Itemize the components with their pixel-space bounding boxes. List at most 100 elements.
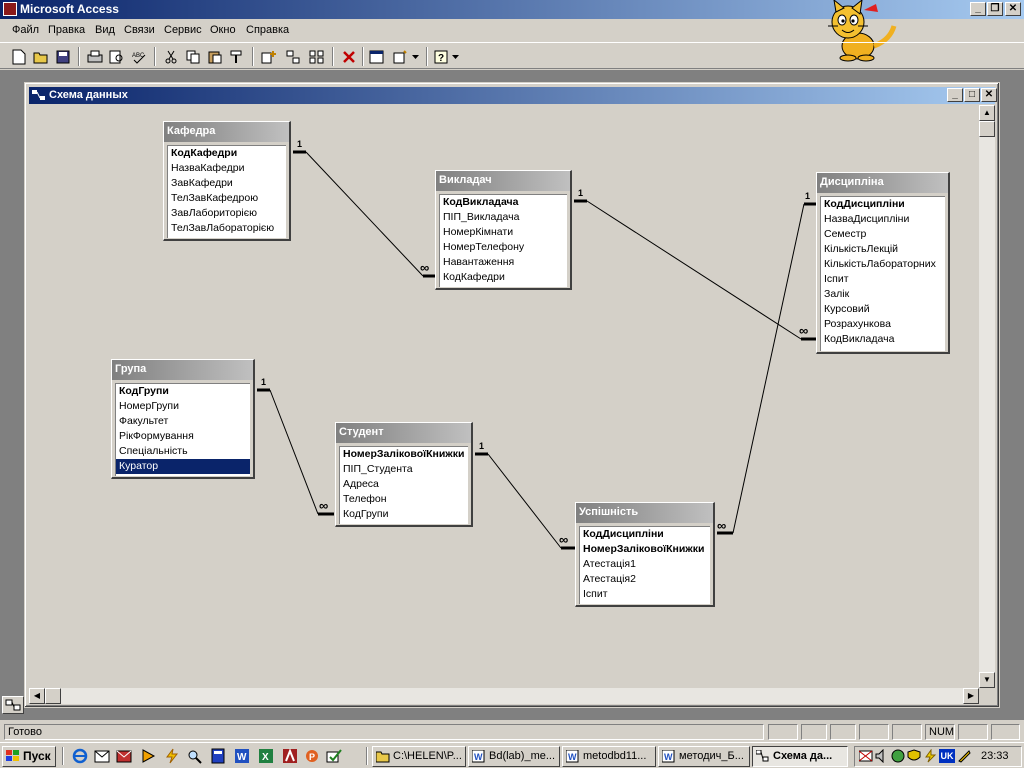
- field-item[interactable]: НомерКімнати: [443, 226, 514, 238]
- toolbar-options-icon[interactable]: [450, 46, 462, 67]
- connection-icon[interactable]: [923, 749, 937, 763]
- database-window-icon[interactable]: [366, 46, 388, 67]
- table-student[interactable]: Студент НомерЗаліковоїКнижки ПІП_Студент…: [335, 422, 473, 527]
- window-minimize-button[interactable]: _: [947, 88, 963, 102]
- new-object-dropdown-icon[interactable]: [410, 46, 422, 67]
- ie-icon[interactable]: [72, 748, 88, 764]
- table-grupa[interactable]: Група КодГрупи НомерГрупи Факультет РікФ…: [111, 359, 255, 479]
- volume-icon[interactable]: [875, 749, 889, 763]
- scroll-right-icon[interactable]: ▶: [963, 688, 979, 704]
- menu-view[interactable]: Вид: [95, 24, 115, 36]
- word-icon[interactable]: W: [234, 748, 250, 764]
- field-item[interactable]: КодДисципліни: [824, 198, 905, 210]
- excel-icon[interactable]: X: [258, 748, 274, 764]
- app-close-button[interactable]: ✕: [1005, 2, 1021, 16]
- field-item[interactable]: КодГрупи: [119, 385, 169, 397]
- delete-icon[interactable]: [338, 46, 360, 67]
- window-maximize-button[interactable]: □: [964, 88, 980, 102]
- copy-icon[interactable]: [182, 46, 204, 67]
- field-item[interactable]: Адреса: [343, 478, 379, 490]
- menu-tools[interactable]: Сервис: [164, 24, 202, 36]
- outlook-express-icon[interactable]: [94, 748, 110, 764]
- app-minimize-button[interactable]: _: [970, 2, 986, 16]
- menu-window[interactable]: Окно: [210, 24, 236, 36]
- field-item[interactable]: Залік: [824, 288, 850, 300]
- field-item[interactable]: КількістьЛабораторних: [824, 258, 936, 270]
- table-title[interactable]: Дисципліна: [817, 173, 948, 193]
- table-title[interactable]: Група: [112, 360, 253, 380]
- menu-file[interactable]: Файл: [12, 24, 40, 36]
- network-icon[interactable]: [891, 749, 905, 763]
- field-item[interactable]: КодКафедри: [443, 271, 505, 283]
- menu-help[interactable]: Справка: [246, 24, 290, 36]
- media-player-icon[interactable]: [140, 748, 156, 764]
- field-item[interactable]: КодГрупи: [343, 508, 389, 520]
- open-icon[interactable]: [30, 46, 52, 67]
- vertical-scrollbar[interactable]: ▲ ▼: [979, 105, 995, 688]
- window-close-button[interactable]: ✕: [981, 88, 997, 102]
- field-item[interactable]: Атестація1: [583, 558, 636, 570]
- field-item[interactable]: ТелЗавКафедрою: [171, 192, 259, 204]
- lightning-icon[interactable]: [164, 748, 180, 764]
- format-painter-icon[interactable]: [226, 46, 248, 67]
- office-assistant-cat-icon[interactable]: [818, 0, 904, 62]
- mail-icon[interactable]: [116, 748, 132, 764]
- field-item[interactable]: НомерТелефону: [443, 241, 525, 253]
- print-preview-icon[interactable]: [106, 46, 128, 67]
- field-item[interactable]: КодДисципліни: [583, 528, 664, 540]
- field-item[interactable]: ПІП_Викладача: [443, 211, 520, 223]
- field-item[interactable]: Телефон: [343, 493, 387, 505]
- paste-icon[interactable]: [204, 46, 226, 67]
- field-item[interactable]: НазваДисципліни: [824, 213, 910, 225]
- clock[interactable]: 23:33: [981, 750, 1009, 762]
- shield-icon[interactable]: [907, 749, 921, 763]
- start-button[interactable]: Пуск: [2, 746, 56, 767]
- field-item[interactable]: Атестація2: [583, 573, 636, 585]
- relationships-canvas[interactable]: 1 ∞ 1 ∞ 1 ∞ 1 ∞ 1 ∞ Кафедра КодКафедри Н…: [29, 105, 979, 688]
- horizontal-scroll-thumb[interactable]: [45, 688, 61, 704]
- help-icon[interactable]: ?: [430, 46, 452, 67]
- spelling-icon[interactable]: ABC: [128, 46, 150, 67]
- scroll-down-icon[interactable]: ▼: [979, 672, 995, 688]
- field-item[interactable]: Навантаження: [443, 256, 515, 268]
- task-button-word-1[interactable]: W Bd(lab)_me...: [468, 746, 560, 767]
- field-item[interactable]: НомерЗаліковоїКнижки: [343, 448, 465, 460]
- language-indicator[interactable]: UK: [939, 749, 955, 763]
- print-icon[interactable]: [84, 46, 106, 67]
- save-icon[interactable]: [52, 46, 74, 67]
- show-direct-icon[interactable]: [282, 46, 304, 67]
- mail-tray-icon[interactable]: [859, 749, 873, 763]
- field-item[interactable]: КількістьЛекцій: [824, 243, 899, 255]
- field-item[interactable]: НомерГрупи: [119, 400, 179, 412]
- table-dyscyplina[interactable]: Дисципліна КодДисципліни НазваДисципліни…: [816, 172, 950, 354]
- field-item[interactable]: РікФормування: [119, 430, 194, 442]
- new-object-icon[interactable]: [390, 46, 412, 67]
- app-restore-button[interactable]: ❐: [987, 2, 1003, 16]
- field-item[interactable]: НомерЗаліковоїКнижки: [583, 543, 705, 555]
- new-icon[interactable]: [8, 46, 30, 67]
- field-item[interactable]: Іспит: [824, 273, 849, 285]
- check-tool-icon[interactable]: [326, 748, 342, 764]
- calculator-icon[interactable]: [210, 748, 226, 764]
- field-item[interactable]: КодВикладача: [443, 196, 519, 208]
- table-title[interactable]: Кафедра: [164, 122, 289, 142]
- scroll-up-icon[interactable]: ▲: [979, 105, 995, 121]
- field-item[interactable]: Курсовий: [824, 303, 870, 315]
- task-button-schema[interactable]: Схема да...: [752, 746, 848, 767]
- schema-window-title-bar[interactable]: Схема данных _ □ ✕: [29, 87, 997, 104]
- table-title[interactable]: Викладач: [436, 171, 570, 191]
- table-kafedra[interactable]: Кафедра КодКафедри НазваКафедри ЗавКафед…: [163, 121, 291, 241]
- mdi-window-icon[interactable]: [2, 696, 24, 714]
- field-item[interactable]: Спеціальність: [119, 445, 188, 457]
- show-table-icon[interactable]: [258, 46, 280, 67]
- field-item-selected[interactable]: Куратор: [116, 459, 250, 474]
- menu-edit[interactable]: Правка: [48, 24, 86, 36]
- vertical-scroll-thumb[interactable]: [979, 121, 995, 137]
- task-button-word-2[interactable]: W metodbd11...: [562, 746, 656, 767]
- table-title[interactable]: Успішність: [576, 503, 713, 523]
- field-item[interactable]: ЗавКафедри: [171, 177, 233, 189]
- table-vykladach[interactable]: Викладач КодВикладача ПІП_Викладача Номе…: [435, 170, 572, 290]
- show-all-relationships-icon[interactable]: [306, 46, 328, 67]
- field-item[interactable]: Факультет: [119, 415, 169, 427]
- task-button-explorer[interactable]: C:\HELEN\P...: [372, 746, 466, 767]
